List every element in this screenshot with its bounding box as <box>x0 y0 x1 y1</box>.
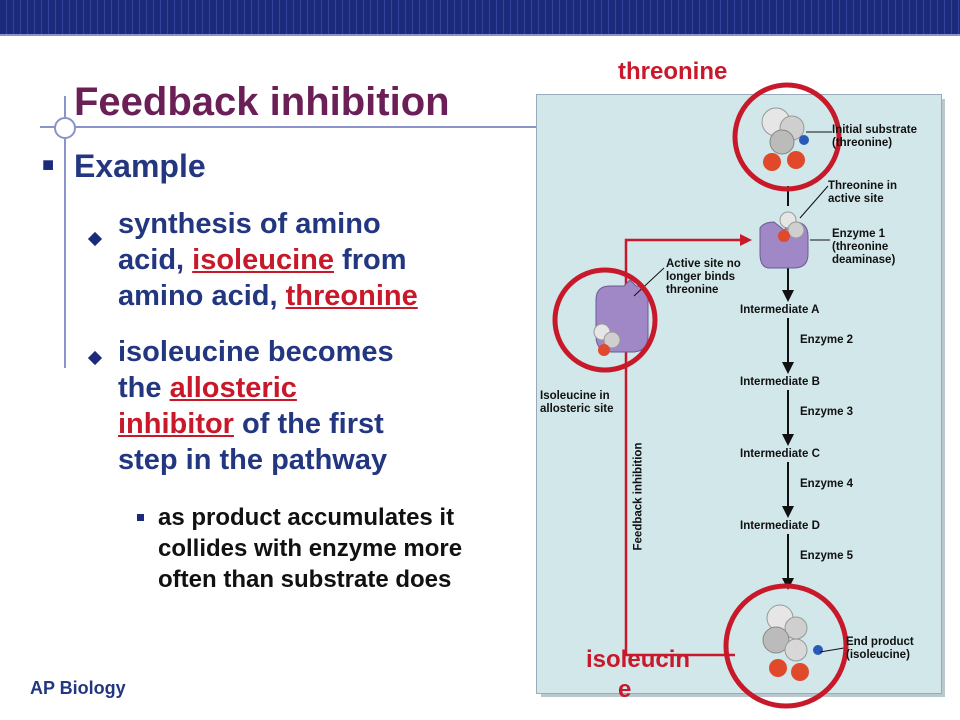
point1-text: acid, <box>118 244 193 276</box>
active-site-label: Active site no longer binds threonine <box>666 258 741 296</box>
isoleucine-annotation-line1: isoleucin <box>586 646 691 673</box>
top-banner <box>0 0 960 34</box>
allosteric-link[interactable]: allosteric <box>169 372 297 404</box>
subpoint-product: as product accumulates it collides with … <box>158 504 463 593</box>
isoleucine-link[interactable]: isoleucine <box>192 244 334 276</box>
feedback-arrow <box>624 234 752 657</box>
point-synthesis: synthesis of amino acid, isoleucine from… <box>118 206 418 314</box>
threonine-annotation: threonine <box>618 58 728 85</box>
isoleucine-allosteric-label: Isoleucine in allosteric site <box>540 390 614 415</box>
isoleucine-annotation-line2: e <box>618 676 632 703</box>
slide-title: Feedback inhibition <box>74 80 450 124</box>
pathway-arrows <box>782 186 794 590</box>
isoleucine-molecule <box>762 604 823 681</box>
intermediate-a-label: Intermediate A <box>740 304 820 316</box>
enzyme1-label: Enzyme 1 (threonine deaminase) <box>832 228 896 266</box>
small-square-bullet-icon <box>137 514 144 521</box>
inhibitor-link[interactable]: inhibitor <box>118 408 234 440</box>
threonine-link[interactable]: threonine <box>285 280 418 312</box>
threonine-highlight-circle <box>732 82 842 192</box>
threonine-molecule <box>761 107 809 171</box>
point1-line2: acid, isoleucine from <box>118 242 418 278</box>
enzyme3-label: Enzyme 3 <box>800 406 854 418</box>
isoleucine-highlight-circle <box>723 583 849 709</box>
threonine-bound-molecule <box>778 211 805 242</box>
point-allosteric: isoleucine becomes the allosteric inhibi… <box>118 334 394 478</box>
title-rule <box>40 126 540 128</box>
pathway-figure <box>536 94 942 694</box>
end-product-label: End product (isoleucine) <box>846 636 914 661</box>
footer-label: AP Biology <box>30 678 126 698</box>
enzyme5-label: Enzyme 5 <box>800 550 854 562</box>
isoleucine-bound-molecule <box>593 323 621 356</box>
intermediate-d-label: Intermediate D <box>740 520 820 532</box>
enzyme4-label: Enzyme 4 <box>800 478 854 490</box>
square-bullet-icon: ■ <box>42 154 55 176</box>
point2-line1: isoleucine becomes <box>118 336 394 368</box>
point2-text: the <box>118 372 170 404</box>
example-heading: Example <box>74 148 206 184</box>
point2-line4: step in the pathway <box>118 444 388 476</box>
point1-line1: synthesis of amino <box>118 208 381 240</box>
point2-line2: the allosteric <box>118 370 394 406</box>
intermediate-c-label: Intermediate C <box>740 448 820 460</box>
threonine-active-label: Threonine in active site <box>828 180 897 205</box>
initial-substrate-label: Initial substrate (threonine) <box>832 124 917 149</box>
margin-rule <box>64 96 66 368</box>
point2-line3: inhibitor of the first <box>118 406 394 442</box>
point1-text: from <box>333 244 407 276</box>
enzyme2-label: Enzyme 2 <box>800 334 854 346</box>
feedback-inhibition-label: Feedback inhibition <box>632 442 645 551</box>
allosteric-highlight-circle <box>552 267 658 373</box>
intermediate-b-label: Intermediate B <box>740 376 820 388</box>
banner-rule <box>0 34 960 36</box>
point1-text: amino acid, <box>118 280 286 312</box>
label-pointers <box>633 131 845 653</box>
point1-line3: amino acid, threonine <box>118 278 418 314</box>
point2-text: of the first <box>233 408 384 440</box>
crosshair-icon <box>54 117 76 139</box>
